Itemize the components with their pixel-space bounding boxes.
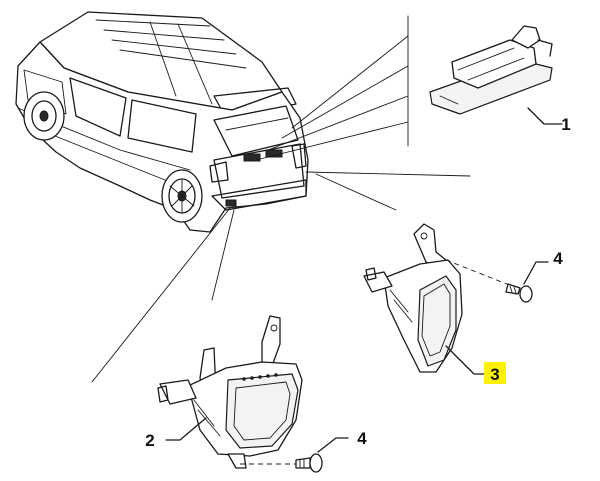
callout-label-3: 3 [490, 365, 499, 384]
vehicle-illustration [15, 11, 309, 233]
mounting-screw-icon [295, 453, 323, 473]
callout-label-2: 2 [145, 431, 154, 450]
callout-3-highlight [484, 362, 506, 384]
callout-1-leader [527, 107, 563, 125]
left-fog-lamp-icon [157, 315, 303, 469]
callout-4a-leader [523, 261, 549, 285]
callout-2-leader [165, 417, 207, 441]
callout-4b-leader [317, 437, 349, 453]
callout-3-leader [445, 345, 489, 375]
callout-label-4b: 4 [357, 429, 367, 448]
callout-label-1: 1 [561, 115, 570, 134]
mounting-screw-icon [505, 283, 533, 303]
screw-axis-right [445, 259, 523, 291]
license-plate-lamp-icon [429, 25, 553, 115]
leader-lines [91, 15, 471, 383]
callout-label-4a: 4 [553, 249, 563, 268]
right-fog-lamp-icon [363, 223, 463, 373]
